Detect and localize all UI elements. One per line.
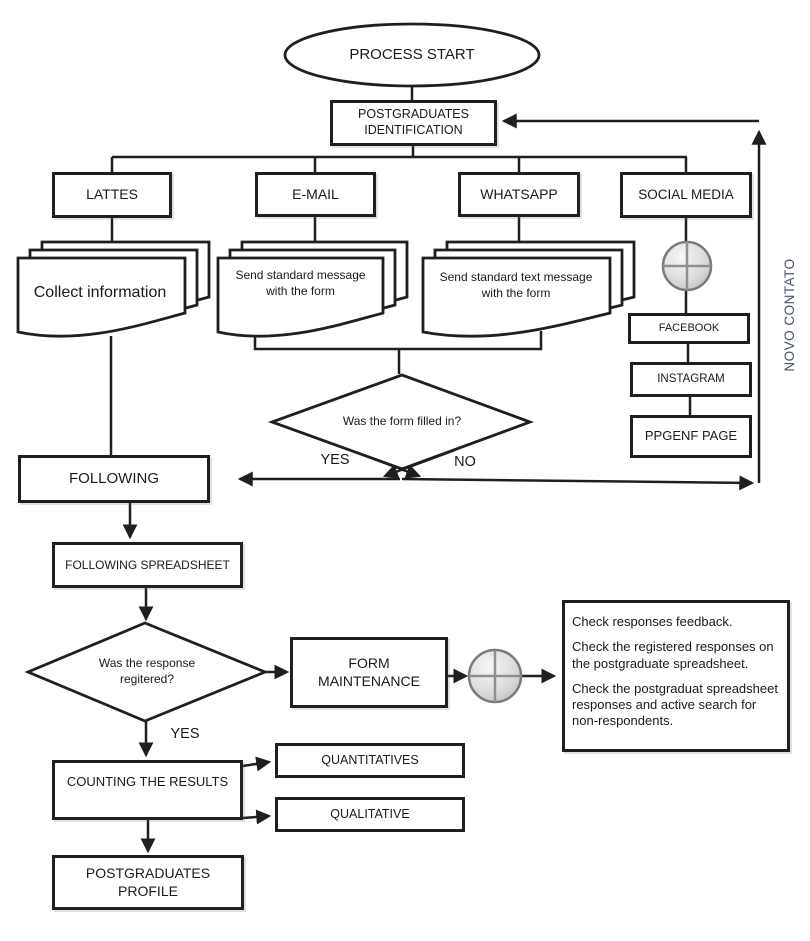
node-label: FORM MAINTENANCE — [318, 655, 420, 689]
decision-form-question: Was the form filled in? — [342, 414, 462, 429]
doc-stack-email — [216, 240, 409, 338]
start-label: PROCESS START — [349, 46, 475, 64]
node-label: WHATSAPP — [480, 185, 558, 202]
arrow-counting-to-qualitative — [242, 809, 272, 825]
node-label: POSTGRADUATES IDENTIFICATION — [358, 107, 469, 137]
loop-novo-contato — [501, 113, 767, 483]
doc-page-front — [421, 256, 612, 338]
note-line-2: Check the registered responses on the po… — [572, 639, 774, 671]
doc-stack-lattes — [16, 240, 211, 338]
maintenance-connector-icon — [467, 648, 523, 704]
node-following: FOLLOWING — [18, 455, 210, 503]
node-label: QUALITATIVE — [330, 806, 410, 821]
start-ellipse — [283, 22, 541, 88]
decision-response-yes-label: YES — [170, 725, 200, 742]
node-email: E-MAIL — [255, 172, 376, 217]
doc-label-collect-information: Collect information — [33, 283, 167, 301]
social-connector-icon — [661, 240, 713, 292]
node-postgraduates-profile: POSTGRADUATES PROFILE — [52, 855, 244, 910]
node-label: INSTAGRAM — [657, 373, 725, 386]
node-ppgenf-page: PPGENF PAGE — [630, 415, 752, 458]
node-qualitative: QUALITATIVE — [275, 797, 465, 832]
node-label: E-MAIL — [292, 185, 339, 202]
note-line-1: Check responses feedback. — [572, 614, 733, 629]
node-label: SOCIAL MEDIA — [638, 186, 734, 202]
note-check-responses: Check responses feedback. Check the regi… — [562, 600, 790, 752]
node-social-media: SOCIAL MEDIA — [620, 172, 752, 218]
node-instagram: INSTAGRAM — [630, 362, 752, 397]
arrow-counting-to-quantitatives — [242, 756, 272, 772]
doc-label-whatsapp-message: Send standard text message with the form — [439, 270, 593, 300]
connector-lines — [109, 86, 692, 455]
node-label: LATTES — [86, 186, 138, 203]
node-label: POSTGRADUATES PROFILE — [85, 865, 211, 899]
node-label: QUANTITATIVES — [321, 752, 419, 767]
doc-label-email-message: Send standard message with the form — [235, 268, 366, 298]
node-facebook: FACEBOOK — [628, 313, 750, 344]
decision-form-diamond — [267, 373, 535, 471]
decision-response-question: Was the response regitered? — [98, 656, 196, 686]
no-arrow-to-loop — [401, 475, 755, 491]
decision-response-diamond — [24, 621, 269, 723]
loop-label-novo-contato: NOVO CONTATO — [782, 258, 798, 372]
doc-page-front — [216, 256, 385, 338]
decision-form-yes-label: YES — [320, 451, 350, 468]
node-label: PPGENF PAGE — [644, 428, 738, 444]
node-counting-results: COUNTING THE RESULTS — [52, 760, 243, 820]
node-form-maintenance: FORM MAINTENANCE — [290, 637, 448, 708]
node-label: FOLLOWING SPREADSHEET — [65, 557, 230, 572]
node-label: FACEBOOK — [658, 321, 720, 334]
node-whatsapp: WHATSAPP — [458, 172, 580, 217]
node-postgraduates-identification: POSTGRADUATES IDENTIFICATION — [330, 100, 497, 146]
node-quantitatives: QUANTITATIVES — [275, 743, 465, 778]
node-label: FOLLOWING — [68, 469, 159, 487]
doc-stack-whatsapp — [421, 240, 636, 338]
decision-form-no-label: NO — [454, 453, 476, 470]
doc-page-front — [16, 256, 187, 338]
node-lattes: LATTES — [52, 172, 172, 218]
node-label: COUNTING THE RESULTS — [66, 774, 229, 789]
note-line-3: Check the postgraduat spreadsheet respon… — [572, 680, 778, 729]
node-following-spreadsheet: FOLLOWING SPREADSHEET — [52, 542, 243, 588]
